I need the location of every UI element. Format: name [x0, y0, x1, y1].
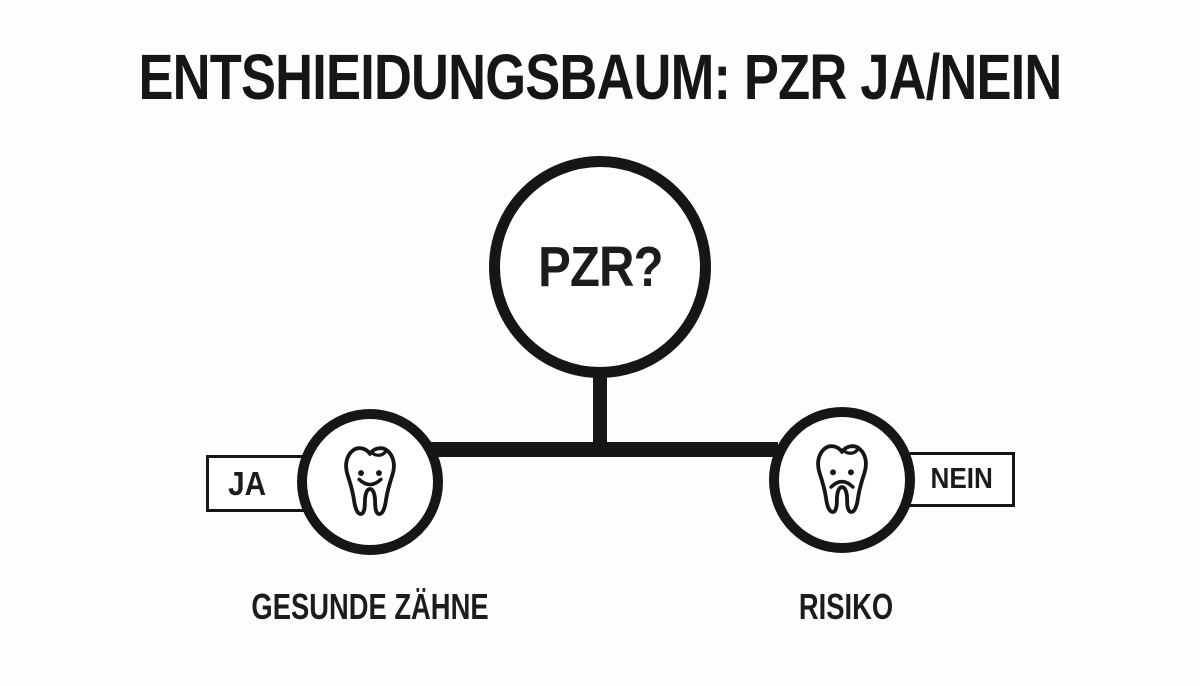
ja-edge-label: JA	[228, 464, 266, 502]
root-node-label: PZR?	[537, 235, 663, 299]
root-stem-connector	[593, 372, 607, 450]
happy-tooth-icon	[344, 446, 396, 516]
sad-tooth-icon	[816, 444, 868, 514]
ja-edge-box: JA	[206, 455, 308, 512]
nein-edge-label: NEIN	[930, 463, 993, 495]
diagram-title: ENTSHIEIDUNGSBAUM: PZR JA/NEIN	[138, 41, 1062, 113]
risk-node	[769, 407, 915, 553]
left-outcome-label: GESUNDE ZÄHNE	[251, 586, 489, 627]
nein-edge-box: NEIN	[900, 452, 1015, 507]
branch-bar-connector	[430, 442, 778, 457]
healthy-teeth-node	[297, 409, 443, 555]
right-outcome-label: RISIKO	[798, 586, 894, 627]
root-node: PZR?	[489, 156, 711, 378]
